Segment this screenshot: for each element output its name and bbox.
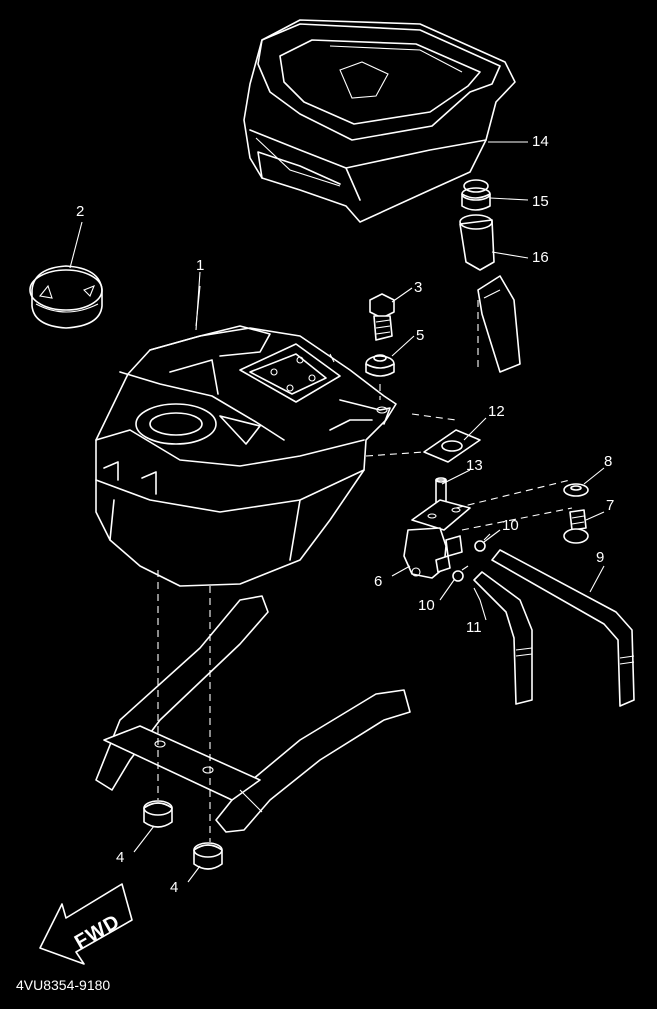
- callout-4-right: 4: [170, 879, 178, 896]
- drawing-code: 4VU8354-9180: [16, 977, 110, 993]
- leader-lines: [69, 141, 605, 883]
- part-9-fuel-hose: [491, 549, 635, 707]
- callout-10-upper: 10: [502, 517, 519, 534]
- part-1-fuel-tank: [95, 285, 397, 587]
- part-7-screw: [563, 509, 589, 544]
- callout-7: 7: [606, 497, 614, 514]
- part-4-damper-right: [193, 842, 223, 870]
- part-11-vacuum-hose: [473, 571, 533, 705]
- callout-6: 6: [374, 573, 382, 590]
- part-6-fuel-cock-body: [403, 527, 463, 579]
- callout-14: 14: [532, 133, 549, 150]
- part-3-bolt: [369, 293, 395, 341]
- callout-4-left: 4: [116, 849, 124, 866]
- part-4-damper-left: [143, 800, 173, 828]
- part-5-collar: [365, 354, 395, 377]
- callout-15: 15: [532, 193, 549, 210]
- part-10-clip-lower: [452, 565, 469, 582]
- part-2-filler-cap: [29, 265, 103, 329]
- callout-12: 12: [488, 403, 505, 420]
- part-14-tank-cover: [243, 19, 516, 223]
- callout-13: 13: [466, 457, 483, 474]
- callout-5: 5: [416, 327, 424, 344]
- callout-9: 9: [596, 549, 604, 566]
- part-8-washer: [563, 483, 589, 497]
- frame-member: [95, 595, 411, 833]
- part-10-clip-upper: [474, 533, 491, 552]
- callout-16: 16: [532, 249, 549, 266]
- fwd-arrow-icon: FWD: [39, 883, 133, 965]
- callout-1: 1: [196, 257, 204, 274]
- part-16-hose: [459, 214, 521, 373]
- installation-guide-lines: [157, 300, 573, 842]
- callout-3: 3: [414, 279, 422, 296]
- part-13-fuel-cock-pipe: [411, 477, 471, 531]
- part-15-clamp: [461, 179, 491, 211]
- callout-10-lower: 10: [418, 597, 435, 614]
- callout-8: 8: [604, 453, 612, 470]
- callout-11: 11: [466, 619, 482, 636]
- callout-2: 2: [76, 203, 84, 220]
